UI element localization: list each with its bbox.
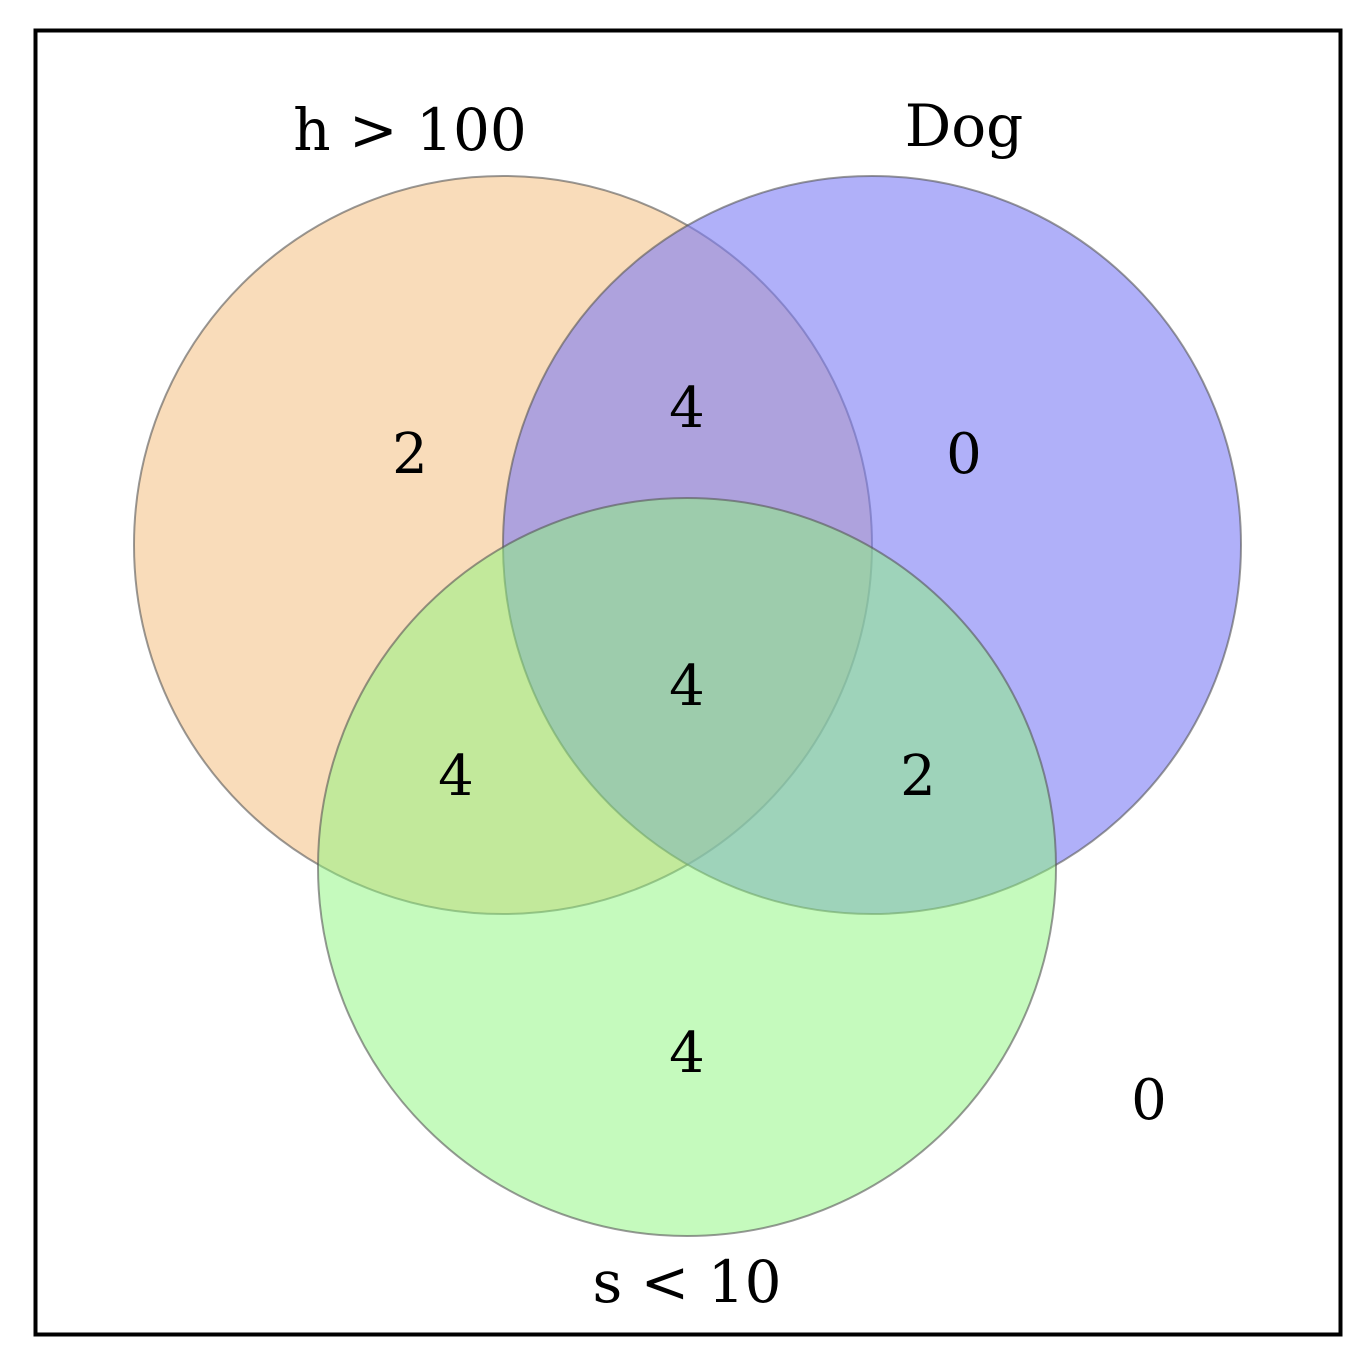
- region-count-a-only: 2: [392, 422, 428, 487]
- region-count-abc: 4: [669, 654, 705, 719]
- region-count-outside: 0: [1131, 1068, 1167, 1133]
- region-count-ac: 4: [438, 744, 474, 809]
- set-circle-c: [317, 497, 1057, 1237]
- region-count-ab: 4: [669, 376, 705, 441]
- region-count-c-only: 4: [669, 1021, 705, 1086]
- set-label-c: s < 10: [592, 1248, 781, 1316]
- set-label-b: Dog: [905, 92, 1024, 160]
- set-label-a: h > 100: [293, 96, 527, 164]
- region-count-bc: 2: [900, 744, 936, 809]
- region-count-b-only: 0: [946, 422, 982, 487]
